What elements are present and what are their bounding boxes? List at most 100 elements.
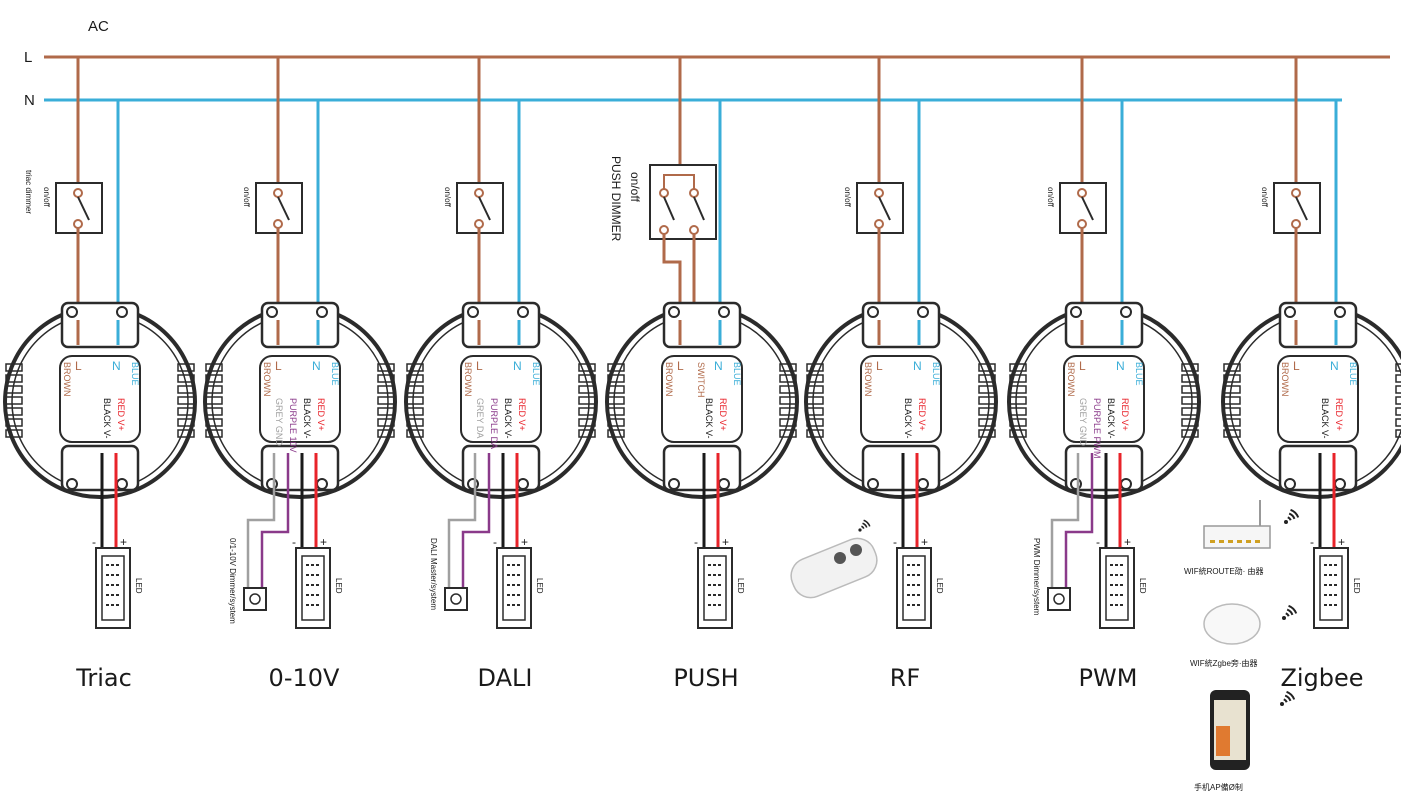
switch-contact: [659, 225, 669, 235]
minus-sign: -: [92, 535, 96, 549]
router-led: [1210, 540, 1215, 543]
terminal-n-color: BLUE: [130, 362, 140, 386]
output-pin-label: GREY GND: [274, 398, 284, 446]
output-pin-label: BLACK V-: [1106, 398, 1116, 439]
grip-rib: [578, 418, 596, 427]
grip-rib: [205, 374, 223, 383]
terminal-screw: [867, 306, 879, 318]
wifi-icon: [1280, 690, 1296, 706]
line-l-label: L: [24, 49, 32, 66]
module-face: [860, 355, 942, 443]
wifi-arc: [1290, 508, 1300, 518]
minus-sign: -: [493, 535, 497, 549]
switch-contact: [73, 219, 83, 229]
grip-rib: [205, 418, 223, 427]
router-label: WIF統ROUTE劭· 由器: [1184, 566, 1264, 576]
router-led: [1219, 540, 1224, 543]
wifi-icon: [1284, 508, 1300, 524]
grip-rib: [806, 407, 824, 416]
grip-rib: [205, 407, 223, 416]
wifi-arc: [1286, 608, 1294, 616]
grip-rib: [1223, 407, 1241, 416]
push-bridge: [663, 174, 695, 190]
switch-contact: [73, 188, 83, 198]
controller-knob: [450, 593, 462, 605]
grip-rib: [578, 385, 596, 394]
grip-rib: [806, 385, 824, 394]
grip-rib: [1181, 396, 1199, 405]
grip-rib: [377, 363, 395, 372]
grip-rib: [1223, 396, 1241, 405]
module-face: [259, 355, 341, 443]
led-strip: [95, 547, 131, 629]
terminal-screw: [316, 306, 328, 318]
module-face: [1063, 355, 1145, 443]
terminal-screw: [1284, 306, 1296, 318]
output-pin-label: RED V+: [517, 398, 527, 431]
grip-rib: [1181, 363, 1199, 372]
wifi-arc: [862, 522, 868, 528]
grip-rib: [1395, 374, 1401, 383]
wifi-arc: [1288, 512, 1296, 520]
led-strip-inner: [1105, 555, 1129, 621]
plus-sign: +: [521, 535, 528, 549]
led-strip-inner: [502, 555, 526, 621]
grip-rib: [1009, 418, 1027, 427]
terminal-screw: [116, 478, 128, 490]
led-strip: [697, 547, 733, 629]
switch-label: on/off: [42, 187, 51, 208]
grip-rib: [1395, 429, 1401, 438]
terminal-n-color: BLUE: [1348, 362, 1358, 386]
module-caption: PWM: [1079, 664, 1138, 692]
switch-label: on/off: [843, 187, 852, 208]
led-strip: [295, 547, 331, 629]
live-to-module: [662, 234, 682, 325]
control-wire-grey: [246, 453, 276, 590]
grip-rib: [1223, 418, 1241, 427]
router-led: [1255, 540, 1260, 543]
terminal-l: L: [275, 359, 282, 373]
minus-sign: -: [893, 535, 897, 549]
router-led: [1246, 540, 1251, 543]
switch-sublabel: PUSH DIMMER: [609, 156, 623, 242]
grip-rib: [607, 407, 625, 416]
grip-rib: [205, 363, 223, 372]
terminal-n: N: [1116, 359, 1125, 373]
wifi-arc: [1283, 698, 1288, 703]
terminal-screw: [867, 478, 879, 490]
wifi-arc: [1285, 612, 1290, 617]
grip-rib: [978, 407, 996, 416]
led-label: LED: [134, 578, 143, 594]
terminal-l-color: BROWN: [463, 362, 473, 397]
output-pin-label: BLACK V-: [102, 398, 112, 439]
grip-rib: [205, 396, 223, 405]
grip-rib: [1395, 385, 1401, 394]
switch-contact: [874, 219, 884, 229]
wifi-arc: [1286, 690, 1296, 700]
terminal-l: L: [677, 359, 684, 373]
switch-contact: [1077, 188, 1087, 198]
terminal-screw: [1334, 478, 1346, 490]
router-icon: [1203, 500, 1271, 549]
grip-rib: [406, 385, 424, 394]
led-strip: [896, 547, 932, 629]
smartphone-icon: [1210, 690, 1250, 770]
grip-rib: [1223, 385, 1241, 394]
grip-rib: [377, 429, 395, 438]
grip-rib: [406, 396, 424, 405]
grip-rib: [806, 374, 824, 383]
grip-rib: [1009, 374, 1027, 383]
grip-rib: [177, 396, 195, 405]
switch-lever: [878, 196, 891, 221]
switch-contact: [874, 188, 884, 198]
terminal-screw: [668, 478, 680, 490]
grip-rib: [1181, 385, 1199, 394]
minus-sign: -: [1310, 535, 1314, 549]
grip-rib: [779, 418, 797, 427]
grip-rib: [1009, 385, 1027, 394]
